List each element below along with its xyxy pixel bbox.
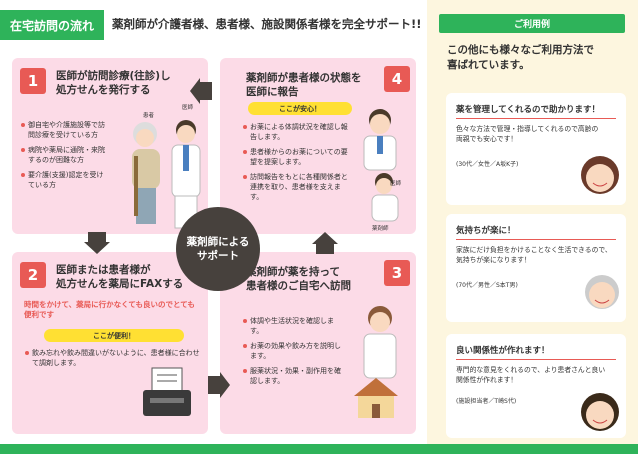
list-item: 体調や生活状況を確認します。 bbox=[242, 316, 346, 336]
step-2-list: 飲み忘れや飲み間違いがないように、患者様に合わせて調剤します。 bbox=[24, 348, 200, 373]
sidebar-subtitle: この他にも様々なご利用方法で 喜ばれています。 bbox=[447, 43, 594, 73]
case-text-line: 関係性が作れます！ bbox=[456, 376, 518, 384]
case-title: 薬を管理してくれるので助かります！ bbox=[456, 105, 600, 115]
step-2-emphasis: 時間をかけて、薬局に行かなくても良いのでとても便利です bbox=[24, 300, 195, 319]
fax-machine-icon bbox=[143, 367, 191, 416]
center-line: サポート bbox=[197, 250, 239, 262]
step-2-card: 2 医師または患者様が 処方せんを薬局にFAXする 時間をかけて、薬局に行かなく… bbox=[12, 252, 208, 434]
step-3-number: 3 bbox=[384, 260, 410, 286]
step-2-title-line: 医師または患者様が bbox=[56, 264, 151, 276]
case-card-3: 良い関係性が作れます！ 専門的な意見をくれるので、より患者さんと良い 関係性が作… bbox=[446, 334, 626, 438]
step-2-title-line: 処方せんを薬局にFAXする bbox=[56, 278, 184, 290]
step-1-list: 御自宅や介護施設等で訪問診療を受けている方 病院や薬局に通院・来院するのが困難な… bbox=[20, 120, 108, 195]
case-card-2: 気持ちが楽に！ 家族にだけ負担をかけることなく生活できるので、 気持ちが楽になり… bbox=[446, 214, 626, 322]
arrow-right-icon bbox=[190, 78, 212, 104]
case-card-1: 薬を管理してくれるので助かります！ 色々な方法で管理・指導してくれるので高齢の … bbox=[446, 93, 626, 205]
step-2-title: 医師または患者様が 処方せんを薬局にFAXする bbox=[56, 263, 183, 291]
step-4-title-line: 医師に報告 bbox=[246, 86, 299, 98]
case-text: 専門的な意見をくれるので、より患者さんと良い 関係性が作れます！ bbox=[456, 365, 605, 385]
sidebar-subtitle-line: 喜ばれています。 bbox=[447, 59, 530, 71]
list-item: 病院や薬局に通院・来院するのが困難な方 bbox=[20, 145, 108, 165]
footer-bar bbox=[0, 444, 638, 454]
step-4-card: 4 薬剤師が患者様の状態を 医師に報告 ここが安心！ お薬による体調状況を確認し… bbox=[220, 58, 416, 234]
step-4-title: 薬剤師が患者様の状態を 医師に報告 bbox=[246, 71, 362, 99]
divider bbox=[456, 118, 616, 119]
center-line: 薬剤師による bbox=[186, 236, 250, 248]
list-item: お薬の効果や飲み方を説明します。 bbox=[242, 341, 346, 361]
step-1-card: 1 医師が訪問診療(往診)し 処方せんを発行する 御自宅や介護施設等で訪問診療を… bbox=[12, 58, 208, 234]
step-3-title-line: 患者様のご自宅へ訪問 bbox=[246, 280, 351, 292]
case-text-line: 両親でも安心です！ bbox=[456, 135, 518, 143]
center-badge: 薬剤師による サポート bbox=[176, 207, 260, 291]
headline: 薬剤師が介護者様、患者様、施設関係者様を完全サポート!! bbox=[112, 17, 422, 31]
divider bbox=[456, 239, 616, 240]
step-1-title: 医師が訪問診療(往診)し 処方せんを発行する bbox=[56, 69, 171, 97]
doctor-pharmacist-illustration bbox=[363, 109, 399, 222]
step-4-number: 4 bbox=[384, 66, 410, 92]
list-item: 患者様からのお薬についての要望を提案します。 bbox=[242, 147, 352, 167]
step-2-highlight: ここが便利！ bbox=[44, 329, 184, 342]
step-4-list: お薬による体調状況を確認し報告します。 患者様からのお薬についての要望を提案しま… bbox=[242, 122, 352, 207]
section-tab: 在宅訪問の流れ bbox=[0, 10, 104, 40]
list-item: 御自宅や介護施設等で訪問診療を受けている方 bbox=[20, 120, 108, 140]
sidebar-header: ご利用例 bbox=[439, 14, 625, 33]
woman-avatar-icon bbox=[581, 393, 619, 431]
list-item: お薬による体調状況を確認し報告します。 bbox=[242, 122, 352, 142]
doctor-label: 医師 bbox=[390, 181, 402, 187]
step-3-card: 3 薬剤師が薬を持って 患者様のご自宅へ訪問 体調や生活状況を確認します。 お薬… bbox=[220, 252, 416, 434]
step-4-highlight: ここが安心！ bbox=[248, 102, 352, 115]
case-text-line: 家族にだけ負担をかけることなく生活できるので、 bbox=[456, 246, 612, 254]
step-3-title-line: 薬剤師が薬を持って bbox=[246, 266, 340, 278]
step-4-title-line: 薬剤師が患者様の状態を bbox=[246, 72, 362, 84]
case-meta: (30代／女性／A坂K子) bbox=[456, 161, 519, 168]
step-2-number: 2 bbox=[20, 262, 46, 288]
case-meta: (70代／男性／S本T男) bbox=[456, 282, 518, 289]
case-title: 気持ちが楽に！ bbox=[456, 226, 516, 236]
step-3-list: 体調や生活状況を確認します。 お薬の効果や飲み方を説明します。 服薬状況・効果・… bbox=[242, 316, 346, 391]
list-item: 飲み忘れや飲み間違いがないように、患者様に合わせて調剤します。 bbox=[24, 348, 200, 368]
case-title: 良い関係性が作れます！ bbox=[456, 346, 550, 356]
pharmacist-house-illustration bbox=[354, 306, 398, 418]
list-item: 服薬状況・効果・副作用を確認します。 bbox=[242, 366, 346, 386]
case-text-line: 色々な方法で管理・指導してくれるので高齢の bbox=[456, 125, 599, 133]
step-1-title-line: 医師が訪問診療(往診)し bbox=[56, 70, 171, 82]
sidebar-subtitle-line: この他にも様々なご利用方法で bbox=[447, 44, 594, 56]
list-item: 要介護(支援)認定を受けている方 bbox=[20, 170, 108, 190]
man-avatar-icon bbox=[585, 275, 619, 309]
divider bbox=[456, 359, 616, 360]
patient-label: 患者 bbox=[143, 113, 155, 119]
case-text: 色々な方法で管理・指導してくれるので高齢の 両親でも安心です！ bbox=[456, 124, 598, 144]
woman-avatar-icon bbox=[581, 156, 619, 194]
case-text: 家族にだけ負担をかけることなく生活できるので、 気持ちが楽になります！ bbox=[456, 245, 612, 265]
arrow-up-icon bbox=[312, 232, 338, 254]
step-1-title-line: 処方せんを発行する bbox=[56, 84, 151, 96]
step-3-title: 薬剤師が薬を持って 患者様のご自宅へ訪問 bbox=[246, 265, 351, 293]
doctor-label: 医師 bbox=[182, 105, 194, 111]
case-meta: (施設担当者／T崎S代) bbox=[456, 398, 517, 405]
case-text-line: 専門的な意見をくれるので、より患者さんと良い bbox=[456, 366, 606, 374]
case-text-line: 気持ちが楽になります！ bbox=[456, 256, 531, 264]
list-item: 訪問報告をもとに各種関係者と連携を取り、患者様を支えます。 bbox=[242, 172, 352, 202]
step-1-number: 1 bbox=[20, 68, 46, 94]
arrow-down-icon bbox=[84, 232, 110, 254]
patient-doctor-illustration bbox=[132, 120, 201, 229]
pharmacist-label: 薬剤師 bbox=[372, 226, 389, 232]
arrow-right-icon bbox=[208, 372, 230, 398]
